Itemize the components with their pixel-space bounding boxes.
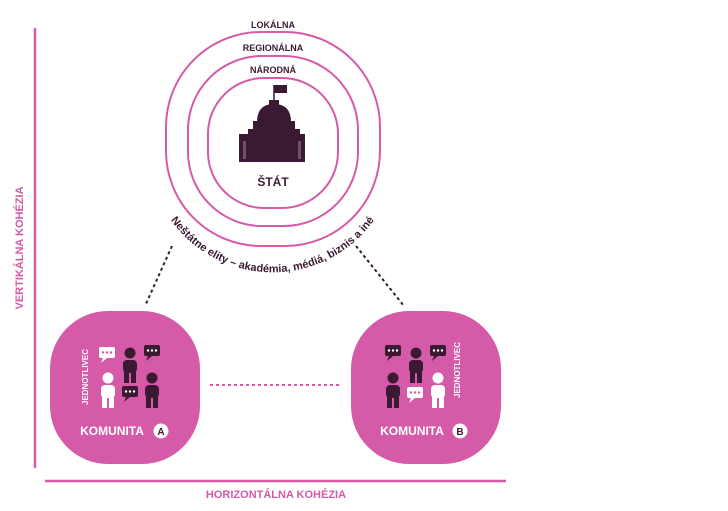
capitol-building-icon [239, 85, 305, 162]
community-a-letter: A [157, 427, 164, 438]
level-national-label: NÁRODNÁ [250, 65, 296, 75]
community-b-letter: B [456, 427, 463, 438]
individual-label-a: JEDNOTLIVEC [81, 349, 90, 405]
individual-label-b: JEDNOTLIVEC [453, 342, 462, 398]
state-label: ŠTÁT [257, 174, 289, 189]
community-b: JEDNOTLIVEC KOMUNITA B [351, 311, 501, 464]
vertical-axis-label: VERTIKÁLNA KOHÉZIA [13, 186, 26, 309]
national-level-ring [207, 77, 339, 209]
level-regional-label: REGIONÁLNA [243, 43, 304, 53]
regional-level-ring [187, 55, 359, 227]
local-level-ring [165, 31, 381, 247]
community-b-label: KOMUNITA [380, 424, 444, 438]
community-a-label: KOMUNITA [80, 424, 144, 438]
horizontal-axis-label: HORIZONTÁLNA KOHÉZIA [206, 488, 346, 501]
community-a: JEDNOTLIVEC KOMUNITA A [50, 311, 200, 464]
level-local-label: LOKÁLNA [251, 20, 295, 30]
connector-state-to-b [355, 245, 405, 307]
connector-state-to-a [144, 245, 173, 307]
